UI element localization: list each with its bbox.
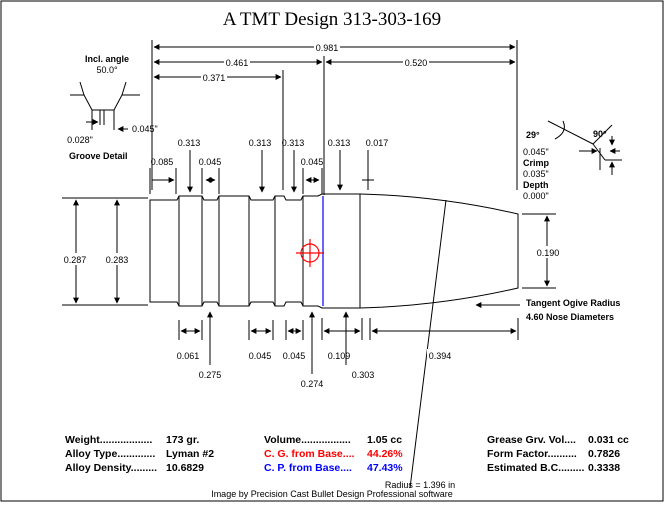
groove-angle-label: Incl. angle: [85, 54, 129, 64]
dim-groove-1: 0.045: [199, 157, 222, 167]
dim-045b: 0.045: [283, 351, 306, 361]
software-credit: Image by Precision Cast Bullet Design Pr…: [211, 489, 453, 499]
stats-block: Weight.................. 173 gr. Alloy T…: [65, 434, 629, 474]
estimated-bc-value: 0.3338: [588, 462, 620, 474]
groove-width-b: 0.045": [132, 124, 158, 134]
cg-target-icon: [296, 239, 324, 267]
dim-045a: 0.045: [249, 351, 272, 361]
weight-label: Weight..................: [65, 434, 152, 446]
dim-body-diameter: 0.283: [106, 255, 129, 265]
groove-detail: [70, 81, 140, 132]
crimp-detail: [547, 120, 622, 175]
alloy-type-value: Lyman #2: [166, 448, 214, 460]
form-factor-label: Form Factor..........: [487, 448, 577, 460]
cg-label: C. G. from Base....: [264, 448, 355, 460]
weight-value: 173 gr.: [166, 434, 199, 446]
groove-angle-value: 50.0°: [96, 65, 118, 75]
alloy-density-value: 10.6829: [166, 462, 204, 474]
dim-275: 0.275: [199, 370, 222, 380]
dim-394: 0.394: [429, 351, 452, 361]
crimp-depth-value: 0.035": [523, 169, 549, 179]
bullet-profile: [149, 193, 519, 309]
lower-dimensions: [178, 199, 520, 489]
crimp-depth-extra: 0.000": [523, 191, 549, 201]
dim-109: 0.109: [328, 351, 351, 361]
dim-base-diameter: 0.287: [64, 255, 87, 265]
dim-band-2: 0.313: [249, 138, 272, 148]
grease-volume-label: Grease Grv. Vol....: [487, 434, 576, 446]
dim-nose-length: 0.520: [405, 58, 428, 68]
crimp-label: Crimp: [523, 158, 550, 168]
dim-band-1: 0.313: [178, 138, 201, 148]
cp-value: 47.43%: [367, 462, 403, 474]
top-dimensions: [151, 40, 518, 195]
ogive-radius: Radius = 1.396 in: [385, 480, 455, 490]
dim-overall-length: 0.981: [316, 43, 339, 53]
dim-061: 0.061: [177, 351, 200, 361]
estimated-bc-label: Estimated B.C.........: [487, 462, 585, 474]
grease-volume-value: 0.031 cc: [588, 434, 629, 446]
left-dimensions: [62, 197, 148, 306]
dim-274: 0.274: [301, 379, 324, 389]
volume-label: Volume.................: [264, 434, 351, 446]
dim-groove-span: 0.371: [203, 73, 226, 83]
cg-value: 44.26%: [367, 448, 403, 460]
drawing-title: A TMT Design 313-303-169: [223, 9, 441, 30]
crimp-angle-b: 90°: [593, 129, 607, 139]
crimp-angle-a: 29°: [526, 130, 540, 140]
alloy-type-label: Alloy Type.............: [65, 448, 155, 460]
crimp-width: 0.045": [523, 147, 549, 157]
dim-groove-2: 0.045: [301, 157, 324, 167]
dim-band-3: 0.313: [282, 138, 305, 148]
dim-shank-length: 0.461: [226, 58, 249, 68]
cp-label: C. P. from Base....: [264, 462, 352, 474]
dim-band-4: 0.313: [328, 138, 351, 148]
upper-band-dimensions: [149, 150, 374, 194]
volume-value: 1.05 cc: [367, 434, 402, 446]
dim-303: 0.303: [352, 370, 375, 380]
form-factor-value: 0.7826: [588, 448, 620, 460]
dim-crimp-offset: 0.017: [366, 138, 389, 148]
groove-width-a: 0.028": [67, 135, 93, 145]
ogive-label-2: 4.60 Nose Diameters: [526, 312, 614, 322]
dim-meplat-diameter: 0.190: [537, 248, 560, 258]
dim-base-band: 0.085: [151, 157, 174, 167]
alloy-density-label: Alloy Density.........: [65, 462, 157, 474]
groove-detail-caption: Groove Detail: [69, 151, 128, 161]
crimp-depth-label: Depth: [523, 180, 549, 190]
ogive-label-1: Tangent Ogive Radius: [526, 298, 620, 308]
